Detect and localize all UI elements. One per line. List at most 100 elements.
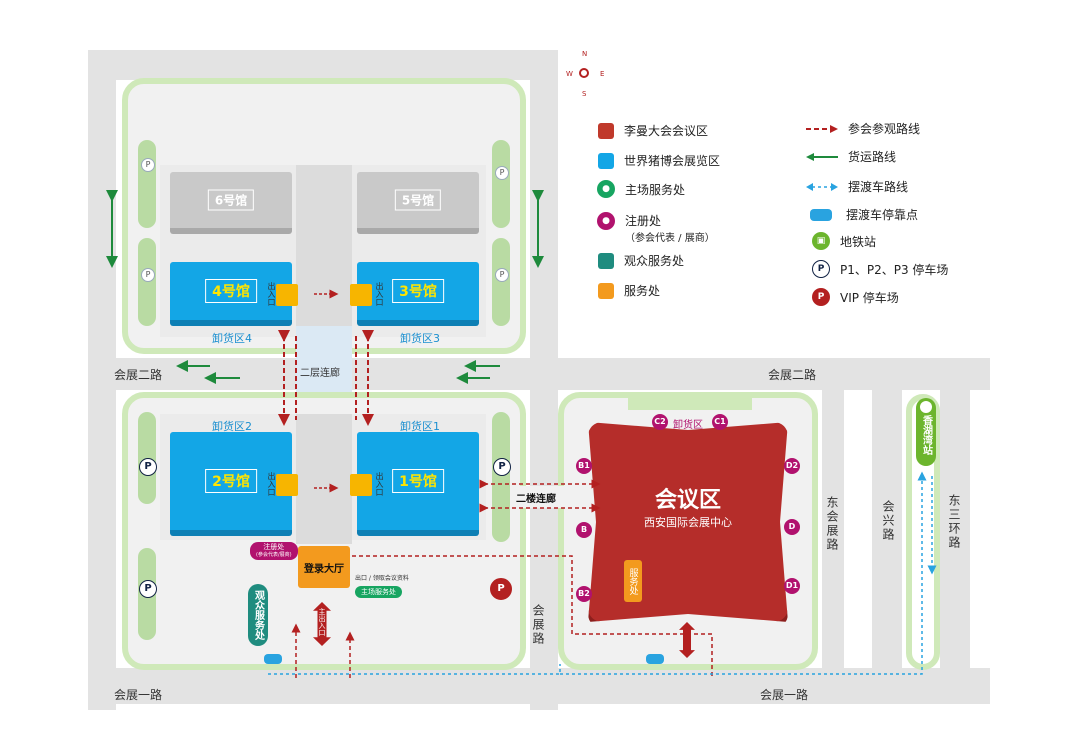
conference-service-desk[interactable]: 服务处 bbox=[624, 560, 642, 602]
conference-entrance-arrow-icon bbox=[679, 622, 695, 658]
unloading-zone-2: 卸货区2 bbox=[212, 420, 252, 433]
legend-cargo-route: 货运路线 bbox=[806, 148, 896, 165]
compass-s: S bbox=[582, 90, 587, 98]
entrance-4-label: 出入口 bbox=[267, 282, 276, 306]
hall-2[interactable]: 2号馆 bbox=[170, 432, 292, 536]
road-huizhan bbox=[530, 50, 558, 710]
road-east3ring bbox=[940, 358, 970, 704]
hall-1[interactable]: 1号馆 bbox=[357, 432, 479, 536]
legend-label: 摆渡车停靠点 bbox=[846, 208, 919, 222]
entrance-2-label: 出入口 bbox=[267, 472, 276, 496]
conference-hall[interactable] bbox=[588, 422, 788, 622]
door-b2[interactable]: B2 bbox=[576, 586, 592, 602]
registration-hall-label: 登录大厅 bbox=[304, 563, 344, 575]
legend-shuttle-route: 摆渡车路线 bbox=[806, 178, 908, 195]
road-label-huizhan2-right: 会展二路 bbox=[768, 368, 817, 382]
hall-1-label: 1号馆 bbox=[392, 469, 444, 493]
legend-label: 主场服务处 bbox=[625, 182, 686, 197]
hall-6-label: 6号馆 bbox=[207, 189, 255, 211]
road-label-huizhan1-left: 会展一路 bbox=[114, 688, 163, 702]
door-d[interactable]: D bbox=[784, 519, 800, 535]
hall-5[interactable]: 5号馆 bbox=[357, 172, 479, 234]
dotted-arrow-icon bbox=[806, 182, 838, 191]
legend-sub: （参会代表 / 展商） bbox=[625, 233, 715, 244]
legend-label: 服务处 bbox=[624, 284, 661, 298]
legend-conference: 李曼大会会议区 bbox=[598, 122, 708, 139]
vip-parking-icon[interactable]: P bbox=[490, 578, 512, 600]
legend-label: 地铁站 bbox=[840, 234, 877, 249]
legend-label: 注册处 bbox=[625, 214, 662, 228]
hall-5-label: 5号馆 bbox=[394, 189, 442, 211]
parking-icon[interactable]: P bbox=[493, 458, 511, 476]
dashed-arrow-icon bbox=[806, 124, 838, 133]
entrance-3-label: 出入口 bbox=[375, 282, 384, 306]
road-label-huizhan1-right: 会展一路 bbox=[760, 688, 809, 702]
hall-3[interactable]: 3号馆 bbox=[357, 262, 479, 326]
subway-station[interactable]: 香湖湾站 bbox=[916, 398, 936, 466]
north-green-right-2 bbox=[492, 238, 510, 326]
compass-e: E bbox=[600, 70, 605, 78]
legend-label: 摆渡车路线 bbox=[848, 180, 909, 194]
road-huixing bbox=[872, 358, 902, 704]
registration-desk-label: 注册处 bbox=[263, 543, 285, 551]
unloading-zone-conference: 卸货区 bbox=[673, 420, 703, 431]
legend-label: 李曼大会会议区 bbox=[624, 124, 709, 138]
parking-icon[interactable]: P bbox=[139, 458, 157, 476]
legend-swatch bbox=[598, 122, 614, 139]
entrance-1-icon bbox=[350, 474, 372, 496]
unloading-zone-4: 卸货区4 bbox=[212, 332, 252, 345]
southwest-aisle bbox=[296, 414, 352, 544]
door-c1[interactable]: C1 bbox=[712, 414, 728, 430]
door-c2[interactable]: C2 bbox=[652, 414, 668, 430]
bridge-label: 二楼连廊 bbox=[516, 494, 556, 505]
main-entrance-arrow-icon bbox=[313, 602, 331, 646]
main-service-desk[interactable]: 主场服务处 bbox=[355, 586, 402, 598]
conference-subtitle: 西安国际会展中心 bbox=[644, 516, 732, 529]
hall-4[interactable]: 4号馆 bbox=[170, 262, 292, 326]
exit-note: 出口 / 领取会议资料 bbox=[355, 575, 409, 582]
road-label-east-huizhan: 东会展路 bbox=[825, 496, 839, 552]
road-label-huixing: 会兴路 bbox=[881, 500, 895, 542]
legend-label: 观众服务处 bbox=[624, 254, 685, 268]
registration-desk[interactable]: 注册处(参会代表/展商) bbox=[250, 542, 298, 560]
door-b1[interactable]: B1 bbox=[576, 458, 592, 474]
hall-4-label: 4号馆 bbox=[205, 279, 257, 303]
parking-icon: P bbox=[812, 260, 830, 278]
north-green-left-2 bbox=[138, 238, 156, 326]
registration-desk-sub: (参会代表/展商) bbox=[256, 552, 292, 558]
second-floor-corridor-label: 二层连廊 bbox=[300, 368, 340, 379]
compass-icon bbox=[579, 68, 589, 78]
conference-green-top bbox=[628, 398, 752, 410]
legend-audience: 观众服务处 bbox=[598, 252, 684, 269]
compass: N S W E bbox=[566, 50, 606, 98]
unloading-zone-1: 卸货区1 bbox=[400, 420, 440, 433]
hall-2-label: 2号馆 bbox=[205, 469, 257, 493]
parking-icon[interactable]: P bbox=[139, 580, 157, 598]
legend-swatch bbox=[598, 252, 614, 269]
legend-subway: ▣ 地铁站 bbox=[812, 232, 876, 250]
door-b[interactable]: B bbox=[576, 522, 592, 538]
solid-arrow-icon bbox=[806, 152, 838, 161]
legend-swatch bbox=[598, 152, 614, 169]
registration-hall[interactable]: 登录大厅 bbox=[298, 546, 350, 588]
door-d1[interactable]: D1 bbox=[784, 578, 800, 594]
subway-icon: ▣ bbox=[812, 232, 830, 250]
bus-icon bbox=[810, 208, 832, 221]
main-entrance-label: 主出入口 bbox=[318, 608, 326, 636]
person-icon: ● bbox=[597, 212, 615, 230]
road-north bbox=[90, 50, 550, 80]
legend-shuttle-stop: 摆渡车停靠点 bbox=[810, 206, 918, 223]
conference-title: 会议区 bbox=[654, 488, 721, 513]
hall-3-label: 3号馆 bbox=[392, 279, 444, 303]
parking-marker-icon: P bbox=[141, 268, 155, 282]
door-d2[interactable]: D2 bbox=[784, 458, 800, 474]
legend-label: 货运路线 bbox=[848, 150, 897, 164]
audience-service-desk[interactable]: 观众服务处 bbox=[248, 584, 268, 646]
subway-icon bbox=[920, 401, 932, 413]
legend-label: 参会参观路线 bbox=[848, 122, 921, 136]
entrance-3-icon bbox=[350, 284, 372, 306]
hall-6[interactable]: 6号馆 bbox=[170, 172, 292, 234]
entrance-1-label: 出入口 bbox=[375, 472, 384, 496]
